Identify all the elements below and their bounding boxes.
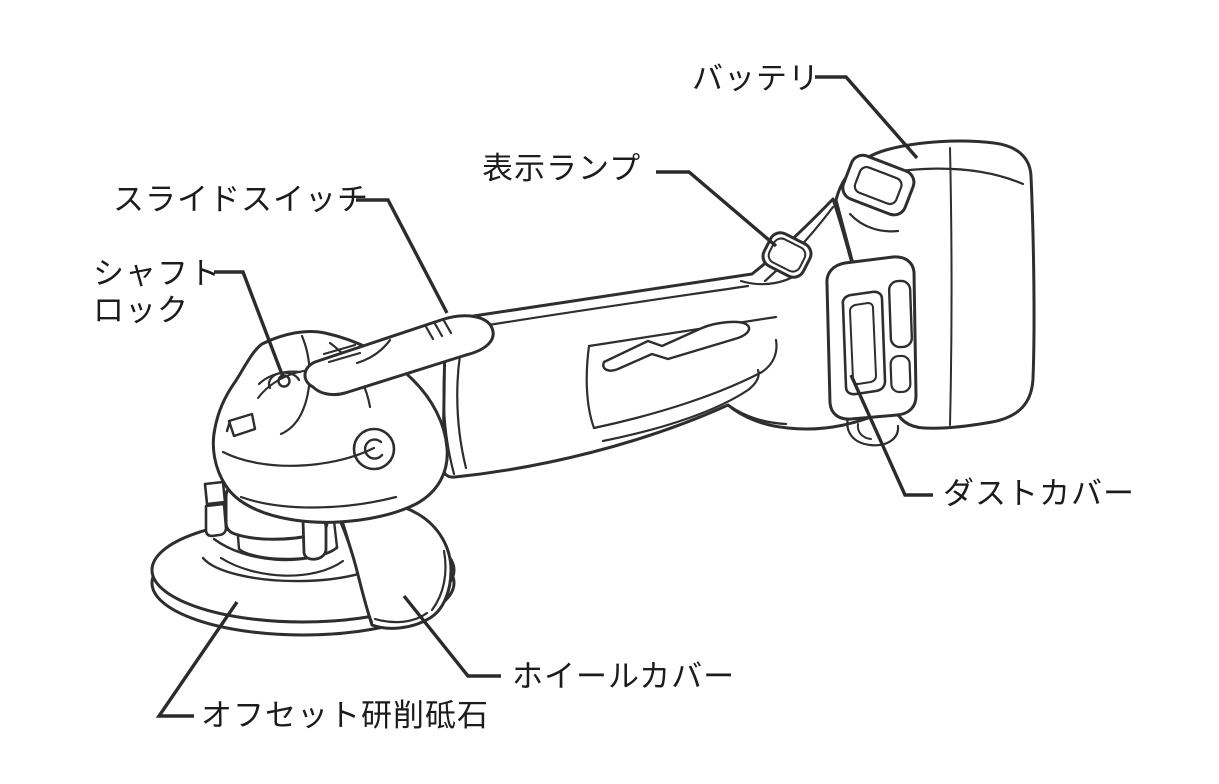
leader-line-slide-switch: [356, 198, 449, 314]
label-offset-grinding-wheel: オフセット研削砥石: [201, 698, 489, 733]
slide-switch-drawing: [303, 314, 495, 397]
label-battery: バッテリ: [692, 61, 820, 96]
leader-line-wheel-cover: [402, 594, 501, 678]
label-wheel-cover: ホイールカバー: [512, 659, 736, 694]
label-indicator-lamp: 表示ランプ: [482, 151, 642, 186]
wheel-cover-drawing: [329, 497, 453, 630]
label-shaft-lock-line2: ロック: [93, 293, 189, 329]
label-shaft-lock: シャフト ロック: [93, 255, 221, 329]
leader-line-offset-grinding-wheel: [155, 601, 239, 718]
leader-line-battery: [815, 75, 919, 160]
dust-cover-drawing: [825, 255, 918, 421]
leader-line-dust-cover: [849, 374, 933, 497]
label-slide-switch: スライドスイッチ: [113, 182, 369, 217]
battery-latch: [841, 153, 916, 217]
label-shaft-lock-line1: シャフト: [93, 256, 221, 291]
label-dust-cover: ダストカバー: [943, 476, 1135, 511]
leader-line-shaft-lock: [214, 270, 285, 378]
leader-line-indicator-lamp: [656, 170, 778, 248]
